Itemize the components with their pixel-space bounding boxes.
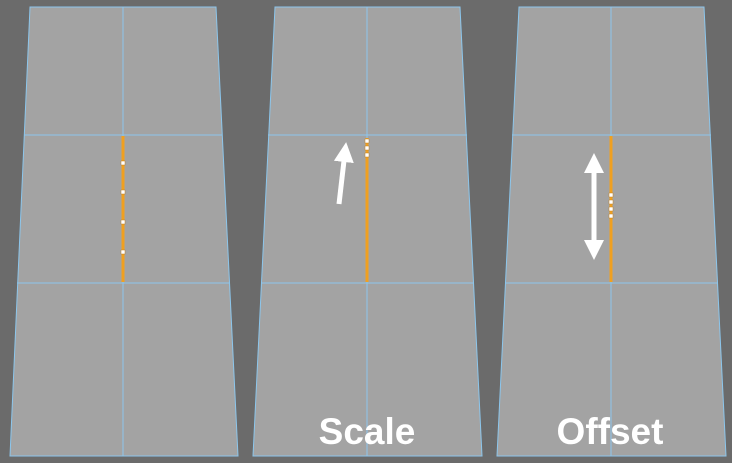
point-handle[interactable] xyxy=(608,213,614,219)
scale-caption: Scale xyxy=(318,411,416,452)
panel-scale xyxy=(252,6,483,457)
offset-caption: Offset xyxy=(556,411,664,452)
point-handle[interactable] xyxy=(364,152,370,158)
point-handle[interactable] xyxy=(120,189,126,195)
point-handle[interactable] xyxy=(608,192,614,198)
point-handle[interactable] xyxy=(364,138,370,144)
panel-offset xyxy=(496,6,727,457)
point-handle[interactable] xyxy=(120,160,126,166)
edge-points xyxy=(120,160,126,255)
point-handle[interactable] xyxy=(364,145,370,151)
point-handle[interactable] xyxy=(120,219,126,225)
point-handle[interactable] xyxy=(608,199,614,205)
panel-original xyxy=(9,6,239,457)
up-arrow-icon xyxy=(333,142,354,205)
point-handle[interactable] xyxy=(608,206,614,212)
point-handle[interactable] xyxy=(120,249,126,255)
edge-points xyxy=(364,138,370,158)
edge-points xyxy=(608,192,614,219)
